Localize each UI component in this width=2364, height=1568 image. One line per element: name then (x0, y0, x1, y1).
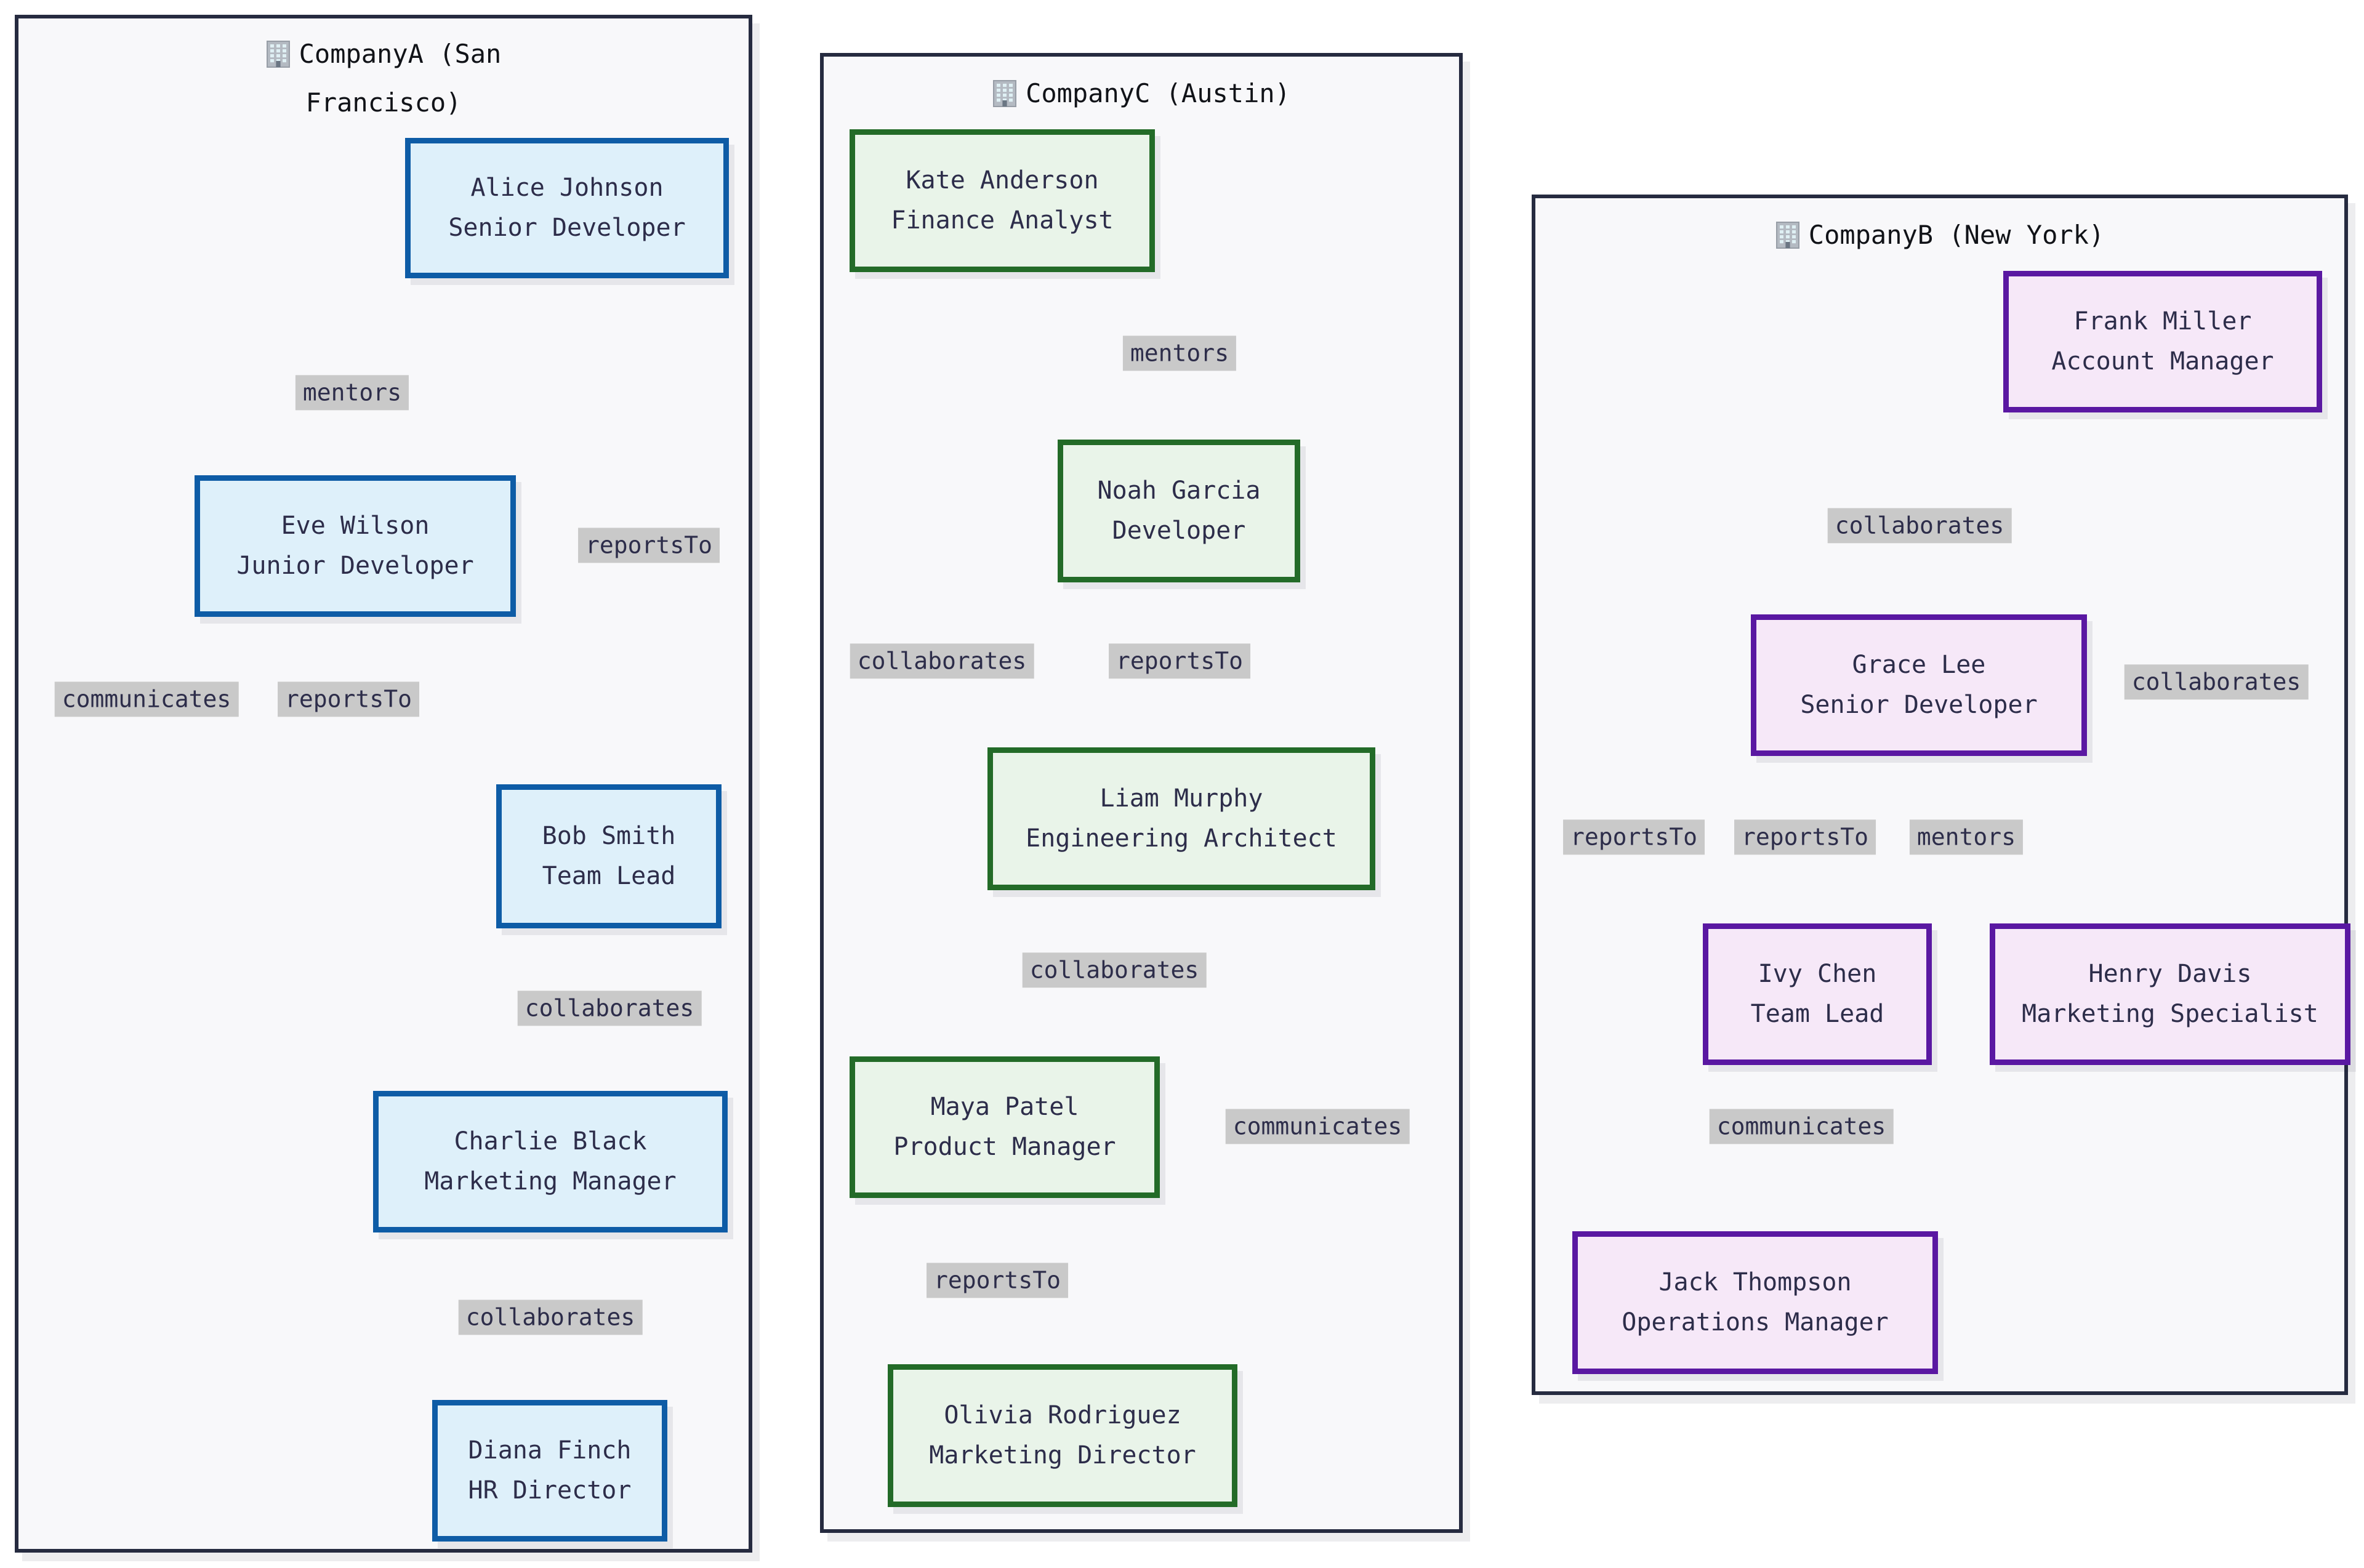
edge-label-liam-murphy-maya-patel: collaborates (1022, 952, 1207, 988)
person-role: Senior Developer (1800, 691, 2038, 719)
person-name: Henry Davis (2088, 960, 2252, 989)
company-title-text: CompanyC (Austin) (1026, 78, 1290, 108)
edge-label-frank-miller-grace-lee: collaborates (1827, 508, 2012, 544)
person-role: Account Manager (2051, 347, 2274, 376)
building-icon (266, 37, 291, 81)
person-name: Kate Anderson (906, 166, 1099, 195)
edge-label-bob-smith-charlie-black: collaborates (517, 991, 702, 1026)
person-name: Bob Smith (542, 822, 676, 851)
edge-label-noah-garcia-liam-murphy: reportsTo (1109, 643, 1250, 679)
person-name: Jack Thompson (1658, 1268, 1852, 1297)
person-name: Grace Lee (1852, 651, 1986, 680)
person-role: Senior Developer (448, 214, 686, 242)
edge-label-grace-lee-ivy-chen: reportsTo (1734, 819, 1876, 855)
node-diana-finch: Diana Finch HR Director (432, 1400, 667, 1542)
person-role: Marketing Manager (424, 1167, 677, 1196)
person-role: Marketing Specialist (2022, 1000, 2318, 1028)
person-name: Eve Wilson (281, 512, 430, 541)
edge-label-eve-wilson-bob-smith: reportsTo (278, 681, 419, 717)
edge-label-alice-johnson-charlie-black: communicates (54, 681, 239, 717)
edge-label-charlie-black-diana-finch: collaborates (458, 1300, 643, 1335)
company-title-companya-san-francisco: CompanyA (San Francisco) (211, 32, 556, 125)
edge-label-maya-patel-olivia-rodriguez: reportsTo (927, 1263, 1068, 1298)
building-icon (1775, 218, 1800, 262)
edge-label-alice-johnson-eve-wilson: mentors (295, 375, 409, 411)
edge-label-frank-miller-jack-thompson: reportsTo (1563, 819, 1705, 855)
person-role: Finance Analyst (891, 206, 1114, 235)
edge-label-grace-lee-henry-davis: mentors (1909, 819, 2024, 855)
company-title-text: CompanyA (San Francisco) (299, 39, 502, 118)
company-title-companyc-austin: CompanyC (Austin) (840, 71, 1443, 120)
person-name: Noah Garcia (1097, 476, 1261, 505)
edge-label-henry-davis-frank-miller: collaborates (2124, 664, 2309, 700)
person-name: Ivy Chen (1758, 960, 1877, 989)
person-name: Diana Finch (468, 1436, 632, 1465)
person-role: Operations Manager (1622, 1308, 1889, 1337)
edge-label-kate-anderson-noah-garcia: mentors (1122, 336, 1237, 371)
person-name: Alice Johnson (470, 174, 664, 203)
person-name: Olivia Rodriguez (944, 1401, 1181, 1430)
person-name: Charlie Black (454, 1127, 647, 1156)
edge-label-alice-johnson-bob-smith: reportsTo (578, 528, 720, 563)
person-role: Developer (1112, 517, 1246, 545)
person-role: Team Lead (542, 862, 676, 890)
person-role: Team Lead (1750, 1000, 1884, 1028)
person-role: Engineering Architect (1026, 824, 1337, 853)
building-icon (992, 76, 1017, 120)
person-role: Product Manager (893, 1133, 1116, 1161)
person-name: Frank Miller (2073, 307, 2252, 336)
company-title-companyb-new-york: CompanyB (New York) (1570, 213, 2309, 262)
company-title-text: CompanyB (New York) (1808, 220, 2105, 250)
edge-label-kate-anderson-maya-patel: collaborates (850, 643, 1034, 679)
edge-label-ivy-chen-jack-thompson: communicates (1709, 1109, 1894, 1144)
person-role: Marketing Director (929, 1441, 1196, 1469)
person-name: Maya Patel (930, 1093, 1079, 1122)
edge-label-liam-murphy-olivia-rodriguez: communicates (1225, 1109, 1410, 1144)
person-name: Liam Murphy (1100, 784, 1263, 813)
person-role: Junior Developer (236, 552, 474, 580)
person-role: HR Director (468, 1476, 632, 1505)
